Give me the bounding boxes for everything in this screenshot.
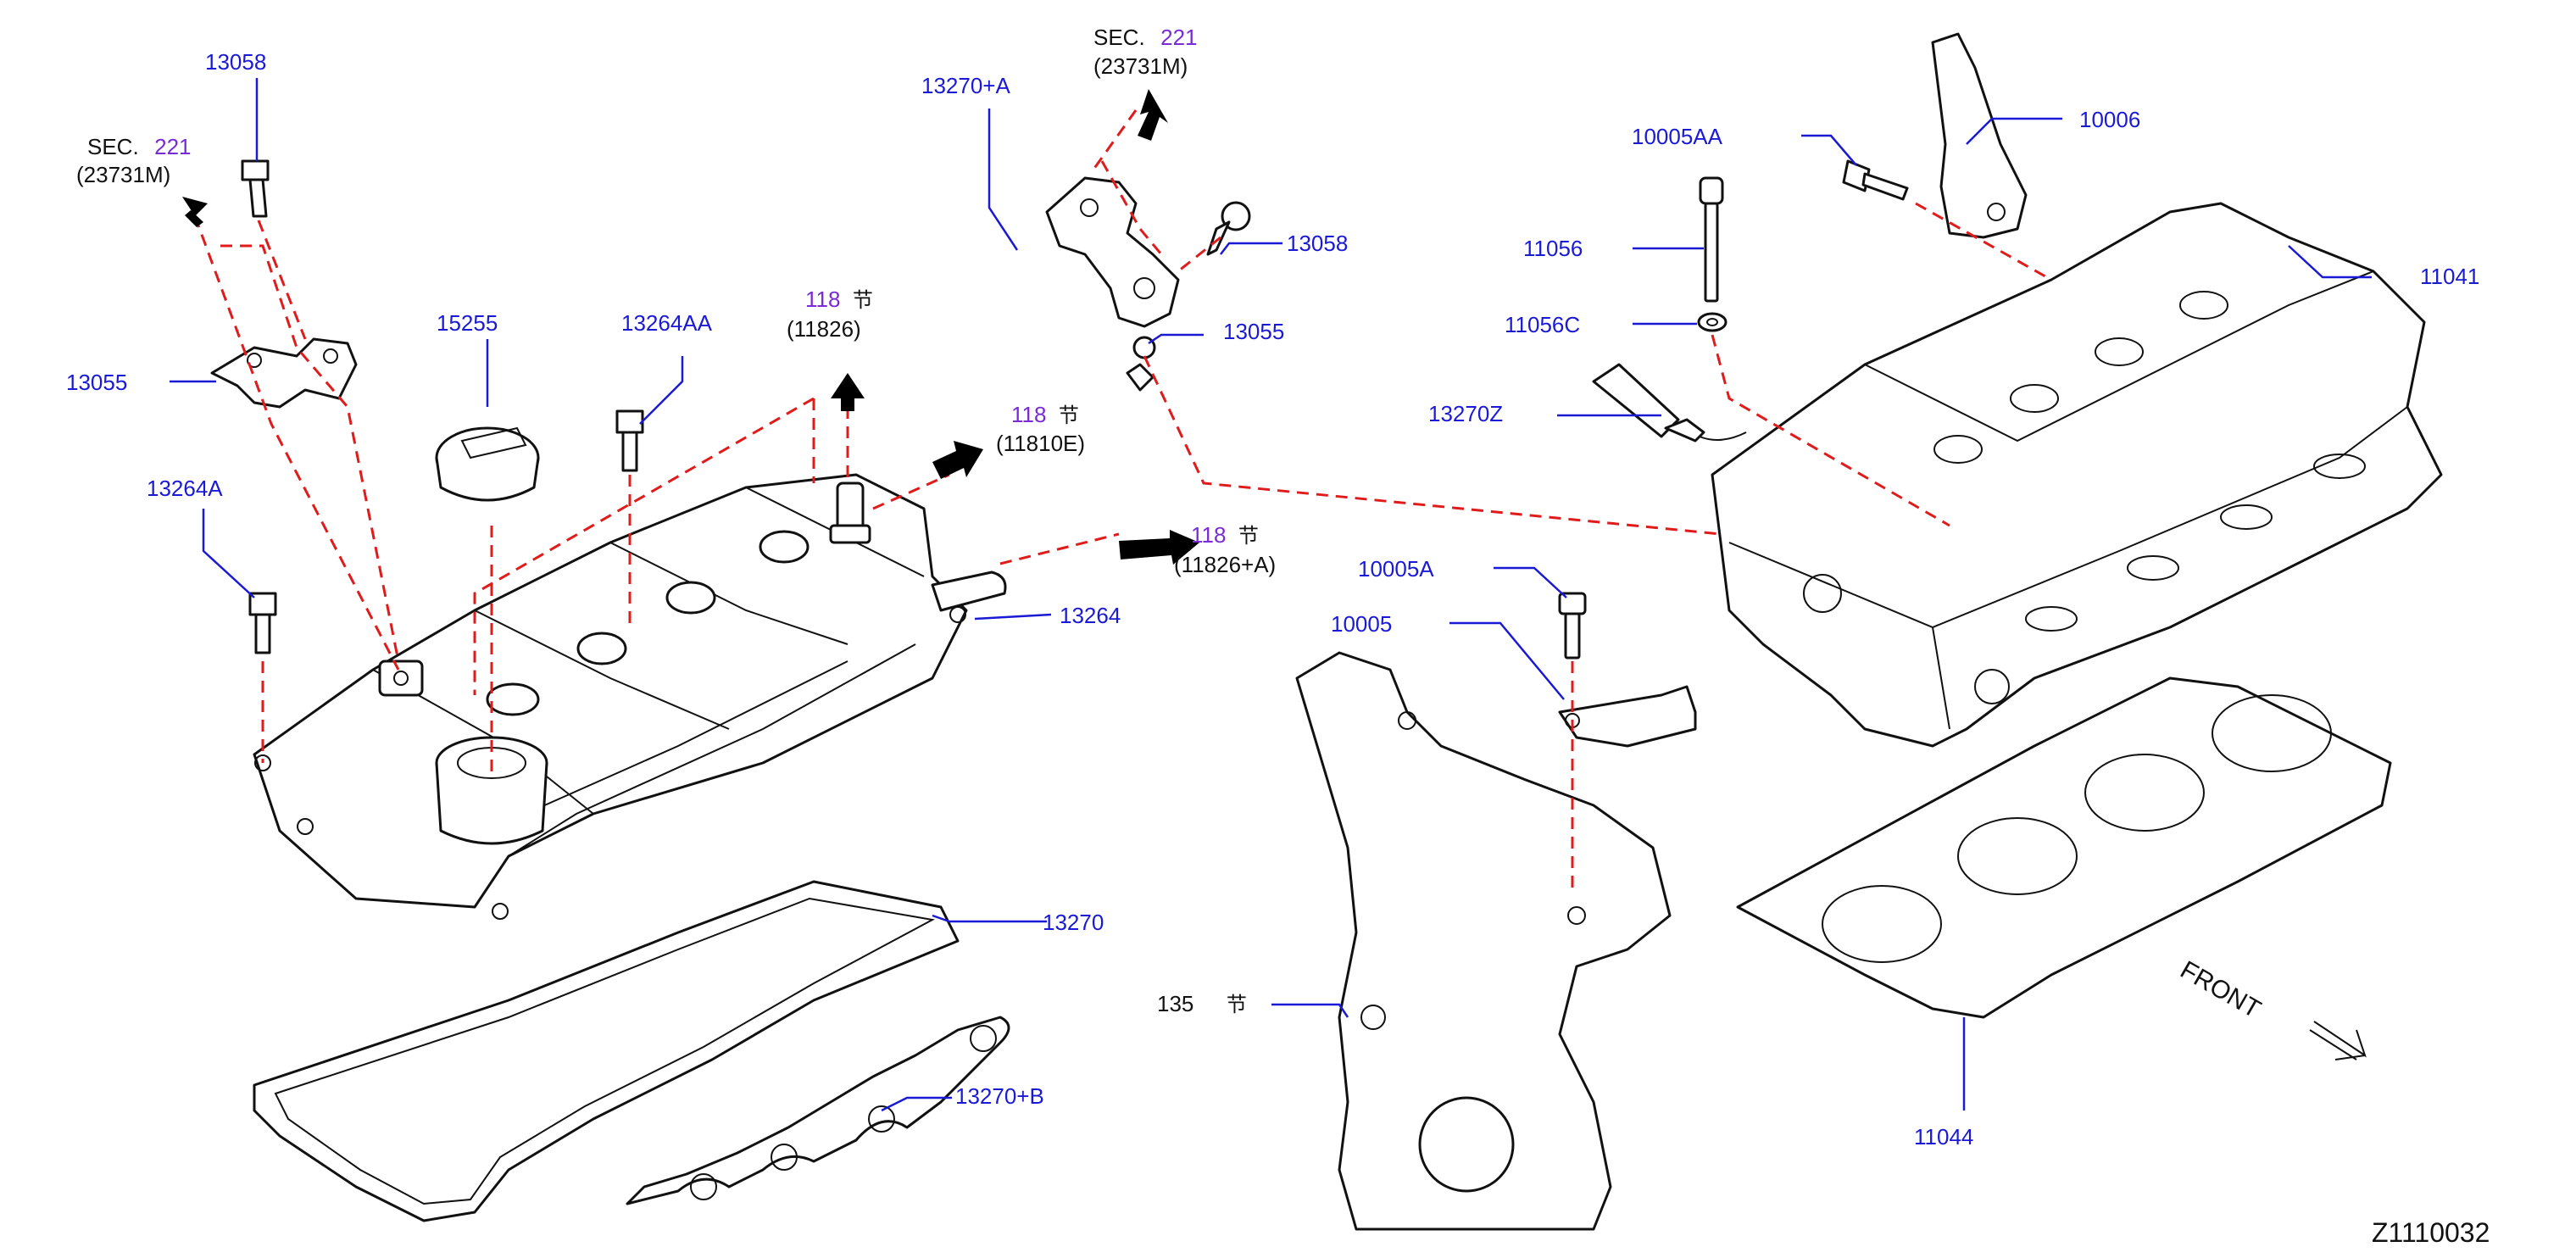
- part-label-10006[interactable]: 10006: [2079, 107, 2140, 132]
- part-label-11056[interactable]: 11056: [1523, 236, 1583, 261]
- arrow-sec-left: [182, 197, 208, 227]
- part-label-13264a[interactable]: 13264A: [147, 476, 223, 501]
- bolt-13058-left-drawing: [241, 159, 270, 218]
- part-label-10005a[interactable]: 10005A: [1358, 556, 1434, 582]
- sec-ref-left-sub: (23731M): [76, 162, 170, 187]
- cam-bracket-left-drawing: [210, 337, 358, 409]
- part-label-13264aa[interactable]: 13264AA: [621, 310, 713, 336]
- part-label-11044[interactable]: 11044: [1914, 1124, 1973, 1149]
- part-label-13270z[interactable]: 13270Z: [1428, 401, 1503, 426]
- part-label-10005[interactable]: 10005: [1331, 611, 1392, 637]
- part-label-15255[interactable]: 15255: [437, 310, 498, 336]
- front-direction-indicator: FRONT: [2176, 955, 2367, 1060]
- ref-135[interactable]: 135 节: [1157, 991, 1247, 1016]
- reference-arrows: [182, 89, 1199, 565]
- diagram-code: Z1110032: [2372, 1217, 2490, 1248]
- bolt-10005a-drawing: [1558, 592, 1587, 660]
- bolt-10005aa-drawing: [1842, 159, 1909, 201]
- ref-11826[interactable]: 118 节: [805, 287, 873, 312]
- washer-drawing: [1697, 312, 1728, 332]
- ref-11810e-sub: (11810E): [996, 431, 1085, 456]
- part-label-11041[interactable]: 11041: [2420, 264, 2479, 289]
- cylinder-head-drawing: [1711, 202, 2443, 748]
- timing-case-drawing: [1295, 651, 1672, 1231]
- rocker-cover-drawing: [253, 473, 1007, 920]
- ref-11826a-sub: (11826+A): [1174, 552, 1276, 577]
- valve-cover-gasket-drawing: [253, 880, 960, 1222]
- arrow-11810e: [932, 441, 983, 479]
- part-label-13270a[interactable]: 13270+A: [921, 73, 1010, 98]
- bolt-13264aa-drawing: [615, 409, 644, 472]
- camshaft-bracket-drawing: [1931, 32, 2028, 239]
- oil-filler-cap-drawing: [435, 426, 540, 502]
- part-label-13058-right[interactable]: 13058: [1287, 231, 1348, 256]
- sec-ref-top[interactable]: SEC. 221: [1093, 25, 1198, 50]
- arrow-11826: [831, 373, 865, 411]
- sec-ref-top-sub: (23731M): [1093, 53, 1188, 79]
- arrow-11826a: [1119, 530, 1199, 565]
- head-bolt-drawing: [1699, 176, 1724, 303]
- plug-gasket-strip-drawing: [626, 1016, 1010, 1205]
- ref-11810e[interactable]: 118 节: [1011, 402, 1079, 427]
- bolt-13058-right-drawing: [1206, 201, 1251, 256]
- part-label-13055-left[interactable]: 13055: [66, 370, 127, 395]
- ref-11826a[interactable]: 118 节: [1191, 522, 1259, 548]
- part-label-13055-right[interactable]: 13055: [1223, 319, 1284, 344]
- assembly-lines: [193, 109, 2052, 890]
- head-gasket-drawing: [1736, 676, 2392, 1019]
- cam-bracket-right-drawing: [1045, 176, 1180, 392]
- part-label-11056c[interactable]: 11056C: [1505, 312, 1580, 337]
- part-label-13270[interactable]: 13270: [1043, 910, 1104, 935]
- sealant-tube-drawing: [1592, 363, 1747, 443]
- part-label-10005aa[interactable]: 10005AA: [1632, 124, 1723, 149]
- ref-11826-sub: (11826): [787, 316, 861, 342]
- arrow-sec-top: [1138, 89, 1168, 141]
- front-label: FRONT: [2176, 955, 2266, 1023]
- part-label-13264[interactable]: 13264: [1060, 603, 1121, 628]
- sec-ref-left[interactable]: SEC. 221: [87, 134, 192, 159]
- part-label-13270b[interactable]: 13270+B: [955, 1083, 1044, 1109]
- bracket-10005-drawing: [1558, 685, 1697, 748]
- leader-lines: [170, 78, 2372, 1112]
- part-label-13058-left[interactable]: 13058: [205, 49, 266, 75]
- bolt-13264a-drawing: [248, 592, 277, 654]
